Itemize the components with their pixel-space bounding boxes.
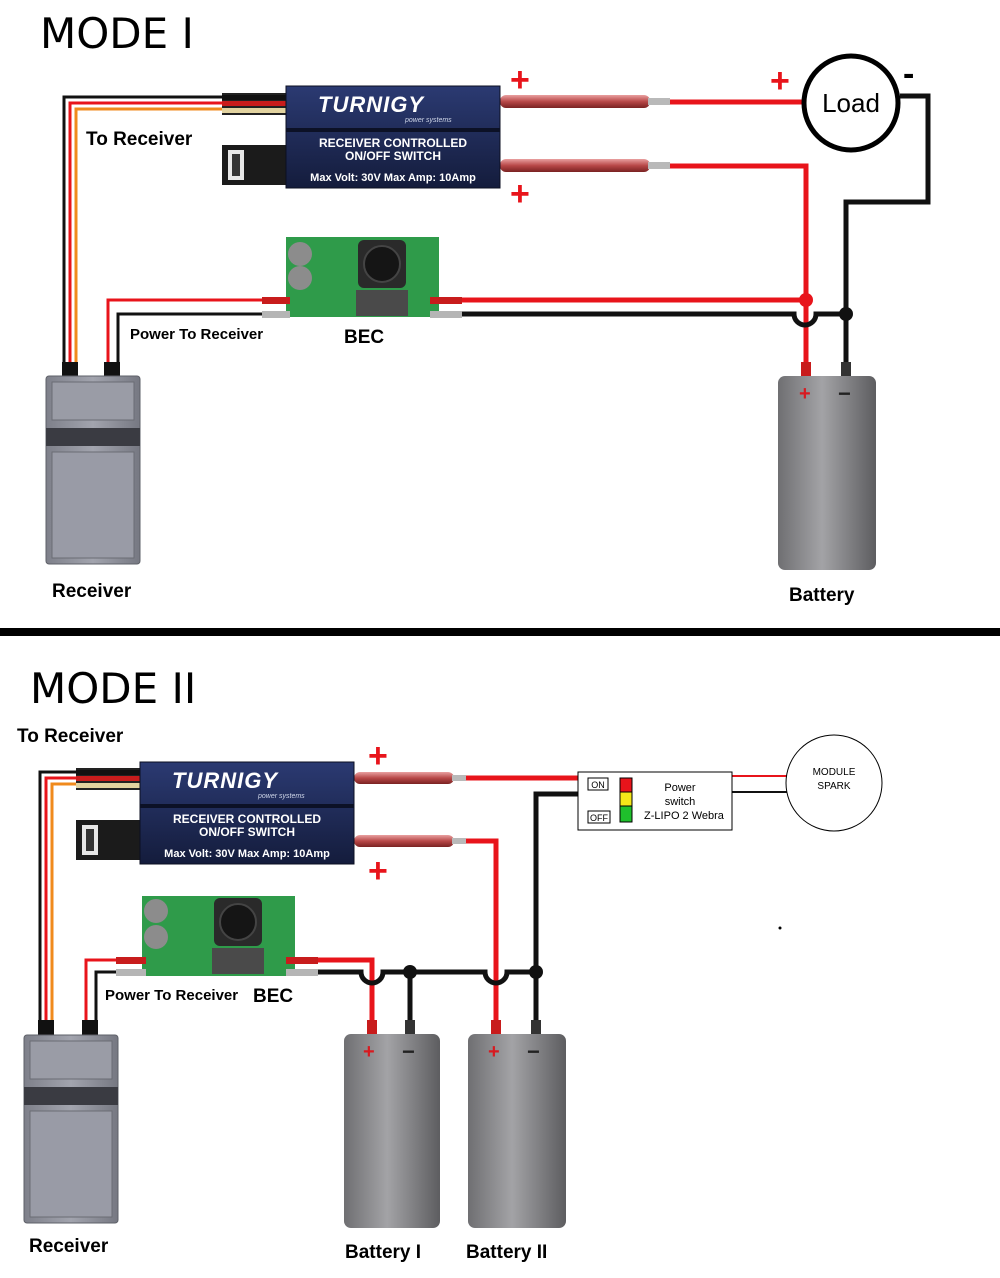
mode2-junction-2 <box>529 965 543 979</box>
mode1-receiver-label: Receiver <box>52 581 132 602</box>
mode2-switch-line2: ON/OFF SWITCH <box>199 825 295 839</box>
mode1-load-circle <box>801 53 901 153</box>
mode1-switch-lead-bottom <box>500 159 650 172</box>
mode1-load-plus: + <box>770 62 790 100</box>
mode2-turnigy-switch: TURNIGY power systems RECEIVER CONTROLLE… <box>139 761 355 865</box>
mode1-switch-specs: Max Volt: 30V Max Amp: 10Amp <box>310 172 476 184</box>
mode2-bec-power-wires <box>84 958 118 1022</box>
mode2-power-switch-line1: Power <box>664 782 696 794</box>
mode2-to-receiver-label: To Receiver <box>17 726 124 747</box>
mode1-lead-tip-bottom <box>648 162 670 169</box>
mode2-switch-specs: Max Volt: 30V Max Amp: 10Amp <box>164 848 330 860</box>
mode1-power-wires <box>460 93 931 370</box>
mode2-switch-lead-top <box>354 772 454 784</box>
mode1-junction-black <box>839 307 853 321</box>
mode2-switch-signal-plug <box>76 768 142 790</box>
mode2-junction-1 <box>403 965 417 979</box>
mode1-bec <box>262 237 462 318</box>
mode2-battery1-plus: + <box>363 1041 375 1063</box>
mode1-battery-plus: + <box>799 383 811 405</box>
mode2-power-to-receiver-label: Power To Receiver <box>105 987 238 1004</box>
section-divider <box>0 628 1000 636</box>
mode1-bec-power-wires <box>106 298 262 368</box>
mode1-switch-line1: RECEIVER CONTROLLED <box>319 136 467 150</box>
mode2-battery1-label: Battery I <box>345 1242 421 1263</box>
mode2-power-switch-line2: switch <box>665 796 696 808</box>
mode2-bec-label: BEC <box>253 986 293 1007</box>
mode2-signal-wires <box>38 770 80 1022</box>
mode1-plus-top: + <box>510 61 530 99</box>
mode2-plus-top: + <box>368 737 388 775</box>
mode2-section: MODE II To Receiver <box>17 664 883 1263</box>
mode2-bec <box>116 896 318 976</box>
mode2-module-line1: MODULE <box>813 767 856 778</box>
mode1-signal-wires <box>62 95 228 370</box>
mode1-switch-jumper <box>222 145 286 185</box>
mode2-lead-tip-top <box>452 775 466 781</box>
mode2-battery1-minus: − <box>402 1039 415 1064</box>
mode2-power-switch-line3: Z-LIPO 2 Webra <box>644 810 725 822</box>
mode2-module-line2: SPARK <box>817 781 850 792</box>
mode1-receiver <box>45 362 141 565</box>
mode1-battery: + − <box>778 362 876 570</box>
mode1-switch-signal-plug <box>222 93 288 115</box>
mode1-load-label: Load <box>822 88 880 118</box>
mode1-brand-sub: power systems <box>404 117 452 124</box>
mode1-battery-minus: − <box>838 381 851 406</box>
mode2-battery2-plus: + <box>488 1041 500 1063</box>
mode2-switch-line1: RECEIVER CONTROLLED <box>173 812 321 826</box>
mode2-title: MODE II <box>30 664 196 713</box>
mode1-lead-tip-top <box>648 98 670 105</box>
mode1-title: MODE I <box>40 9 194 58</box>
mode1-turnigy-switch: TURNIGY power systems RECEIVER CONTROLLE… <box>285 85 501 189</box>
mode1-power-to-receiver-label: Power To Receiver <box>130 326 263 343</box>
mode2-lead-tip-bottom <box>452 838 466 844</box>
mode2-plus-bottom: + <box>368 852 388 890</box>
mode2-power-switch-box: ON OFF Power switch Z-LIPO 2 Webra <box>577 771 733 831</box>
mode1-brand: TURNIGY <box>318 92 425 117</box>
mode1-bec-label: BEC <box>344 327 384 348</box>
mode1-junction-red <box>799 293 813 307</box>
mode1-switch-line2: ON/OFF SWITCH <box>345 149 441 163</box>
mode2-battery2-label: Battery II <box>466 1242 547 1263</box>
stray-dot <box>778 926 782 930</box>
mode1-load-minus: - <box>903 55 914 93</box>
mode2-brand: TURNIGY <box>172 768 279 793</box>
mode2-switch-jumper <box>76 820 140 860</box>
mode1-to-receiver-label: To Receiver <box>86 129 193 150</box>
mode1-switch-lead-top <box>500 95 650 108</box>
mode2-receiver <box>23 1020 119 1224</box>
mode1-battery-label: Battery <box>789 585 855 606</box>
mode2-battery2-minus: − <box>527 1039 540 1064</box>
mode1-plus-bottom: + <box>510 175 530 213</box>
mode2-brand-sub: power systems <box>257 793 305 800</box>
mode2-switch-lead-bottom <box>354 835 454 847</box>
mode2-battery-1: + − <box>344 1020 440 1228</box>
mode2-on-label: ON <box>591 780 605 790</box>
mode1-section: MODE I <box>40 9 931 606</box>
mode2-receiver-label: Receiver <box>29 1236 109 1257</box>
mode2-battery-2: + − <box>468 1020 566 1228</box>
mode2-off-label: OFF <box>590 813 608 823</box>
mode2-module-spark-circle <box>785 734 883 832</box>
mode2-power-wires <box>316 775 790 1022</box>
